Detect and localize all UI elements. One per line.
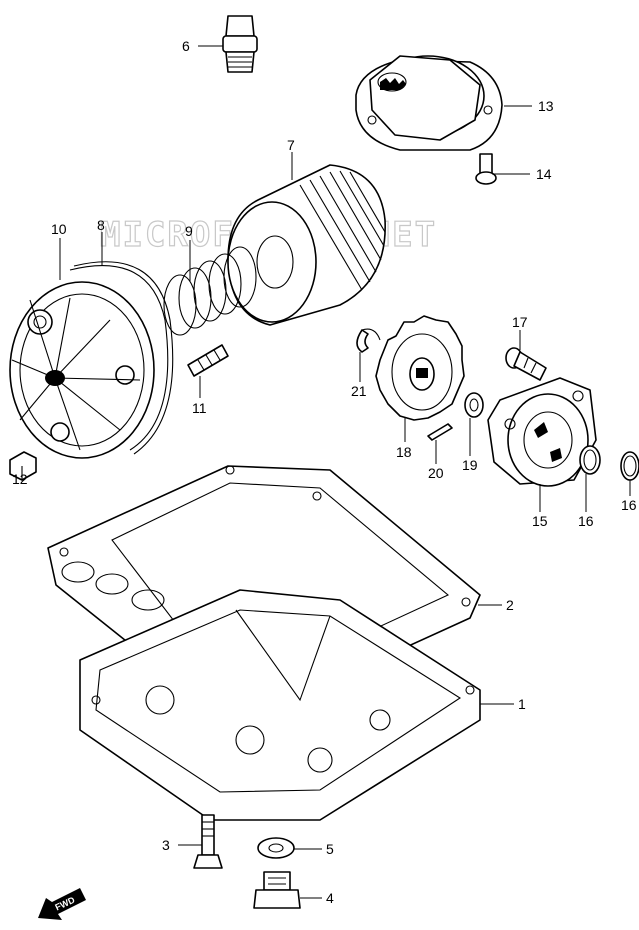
part-6-plug: [222, 15, 258, 73]
part-9-spring: [163, 246, 257, 336]
part-18-pump-gear: [375, 315, 465, 421]
callout-11: 11: [192, 400, 207, 416]
callout-16-b: 16: [578, 513, 594, 529]
callout-19: 19: [462, 457, 478, 473]
part-16-o-ring-b: [579, 445, 601, 475]
callout-14: 14: [536, 166, 552, 182]
callout-20: 20: [428, 465, 444, 481]
callout-1: 1: [518, 696, 526, 712]
callout-3: 3: [162, 837, 170, 853]
callout-15: 15: [532, 513, 548, 529]
callout-17: 17: [512, 314, 528, 330]
part-17-bolt: [505, 347, 547, 381]
part-5-washer: [257, 837, 295, 859]
callout-13: 13: [538, 98, 554, 114]
leader-lines: [21, 45, 631, 899]
part-15-oil-pump: [487, 377, 597, 487]
callout-18: 18: [396, 444, 412, 460]
callout-21: 21: [351, 383, 367, 399]
callout-4: 4: [326, 890, 334, 906]
callout-6: 6: [182, 38, 190, 54]
part-16-o-ring-a: [620, 451, 639, 481]
part-8-o-ring: [69, 261, 174, 455]
part-10-housing-cover: [9, 281, 155, 459]
part-11-stud: [187, 344, 229, 377]
part-4-drain-plug: [253, 871, 301, 909]
callout-5: 5: [326, 841, 334, 857]
callout-10: 10: [51, 221, 67, 237]
callout-7: 7: [287, 137, 295, 153]
callout-12: 12: [12, 471, 28, 487]
part-13-filter-cover: [355, 55, 503, 151]
callout-numbers: 6 13 14 7 8 10 9 11 12 21 18 19 20 17 15…: [12, 38, 637, 906]
part-21-circlip: [356, 328, 381, 353]
callout-16-a: 16: [621, 497, 637, 513]
part-1-oil-pan: [79, 589, 481, 821]
part-20-pin: [427, 423, 453, 441]
part-7-oil-filter: [227, 164, 386, 326]
callout-2: 2: [506, 597, 514, 613]
callout-9: 9: [185, 223, 193, 239]
callout-8: 8: [97, 217, 105, 233]
part-3-bolt: [193, 814, 223, 869]
fwd-arrow-icon: FWD: [38, 888, 86, 920]
part-19-washer: [464, 392, 484, 418]
part-14-bolt: [475, 153, 497, 185]
